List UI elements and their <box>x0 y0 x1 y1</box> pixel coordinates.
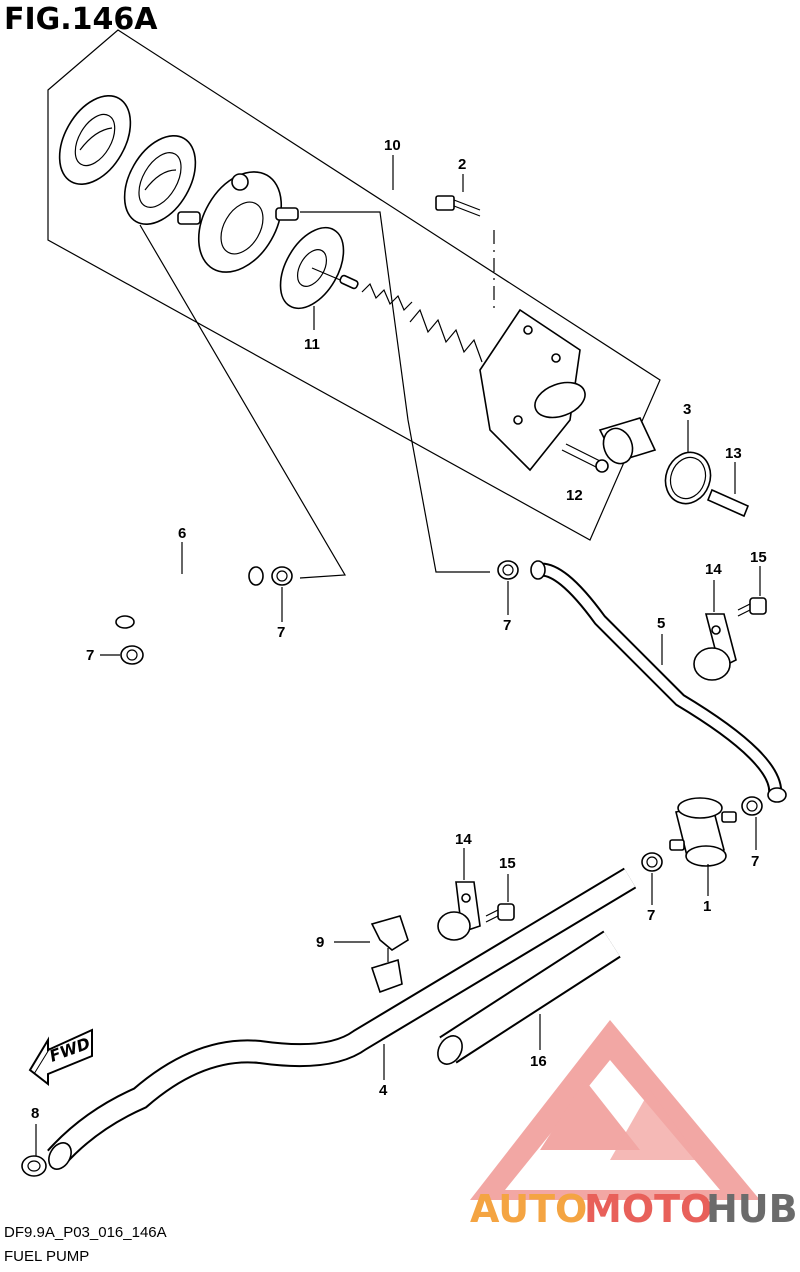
callout-7-b: 7 <box>86 647 94 664</box>
guide-left <box>139 224 347 579</box>
gasket <box>123 135 197 225</box>
clip-7-d <box>741 796 763 816</box>
callout-7-d: 7 <box>751 853 759 870</box>
bolt-15-a <box>737 597 767 617</box>
fuel-filter-1 <box>669 797 737 867</box>
callout-4: 4 <box>379 1082 388 1099</box>
o-ring-3 <box>664 451 712 505</box>
callout-7-c: 7 <box>503 617 511 634</box>
clip-7-e <box>641 852 663 872</box>
callout-12: 12 <box>566 487 583 504</box>
watermark-text-auto: AUTO <box>470 1187 587 1231</box>
callout-3: 3 <box>683 401 691 418</box>
hose-6 <box>119 565 251 621</box>
callout-10: 10 <box>384 137 401 154</box>
cover-plate <box>479 308 586 472</box>
callout-5: 5 <box>657 615 665 632</box>
callout-9: 9 <box>316 934 324 951</box>
callout-15-b: 15 <box>499 855 516 872</box>
watermark-logo <box>470 1020 760 1200</box>
figure-code: DF9.9A_P03_016_146A <box>4 1224 167 1241</box>
callout-2: 2 <box>458 156 466 173</box>
hose-4 <box>48 869 636 1165</box>
callout-1: 1 <box>703 898 711 915</box>
watermark-text-hub: HUB <box>706 1187 798 1231</box>
screw-12 <box>561 443 609 473</box>
bracket-14-a <box>693 613 737 681</box>
clip-7-a <box>271 566 293 586</box>
callout-11: 11 <box>304 336 320 353</box>
figure-name: FUEL PUMP <box>4 1248 90 1265</box>
bolt-2 <box>435 195 481 217</box>
callout-14-a: 14 <box>705 561 722 578</box>
callout-13: 13 <box>725 445 742 462</box>
callout-15-a: 15 <box>750 549 767 566</box>
plunger-cylinder <box>598 417 657 465</box>
callout-16: 16 <box>530 1053 547 1070</box>
bolt-15-b <box>485 903 515 923</box>
spring-small <box>361 282 413 312</box>
guide-right <box>300 211 490 573</box>
watermark-text-moto: MOTO <box>584 1187 712 1231</box>
clip-7-c <box>497 560 519 580</box>
diaphragm <box>279 226 359 310</box>
callout-6: 6 <box>178 525 186 542</box>
figure-title: FIG.146A <box>4 2 158 37</box>
callout-8: 8 <box>31 1105 39 1122</box>
bracket-14-b <box>437 881 481 941</box>
clip-7-b <box>120 645 144 665</box>
hose-16 <box>440 932 620 1062</box>
fwd-arrow <box>28 1028 93 1087</box>
callout-14-b: 14 <box>455 831 472 848</box>
hose-5 <box>536 564 781 796</box>
clip-8 <box>21 1155 47 1177</box>
flange-plate <box>58 95 132 185</box>
pin-13 <box>706 488 750 518</box>
pump-body <box>177 171 299 273</box>
spring-large <box>409 308 483 363</box>
clamp-9 <box>370 915 409 994</box>
callout-7-e: 7 <box>647 907 655 924</box>
callout-7-a: 7 <box>277 624 285 641</box>
